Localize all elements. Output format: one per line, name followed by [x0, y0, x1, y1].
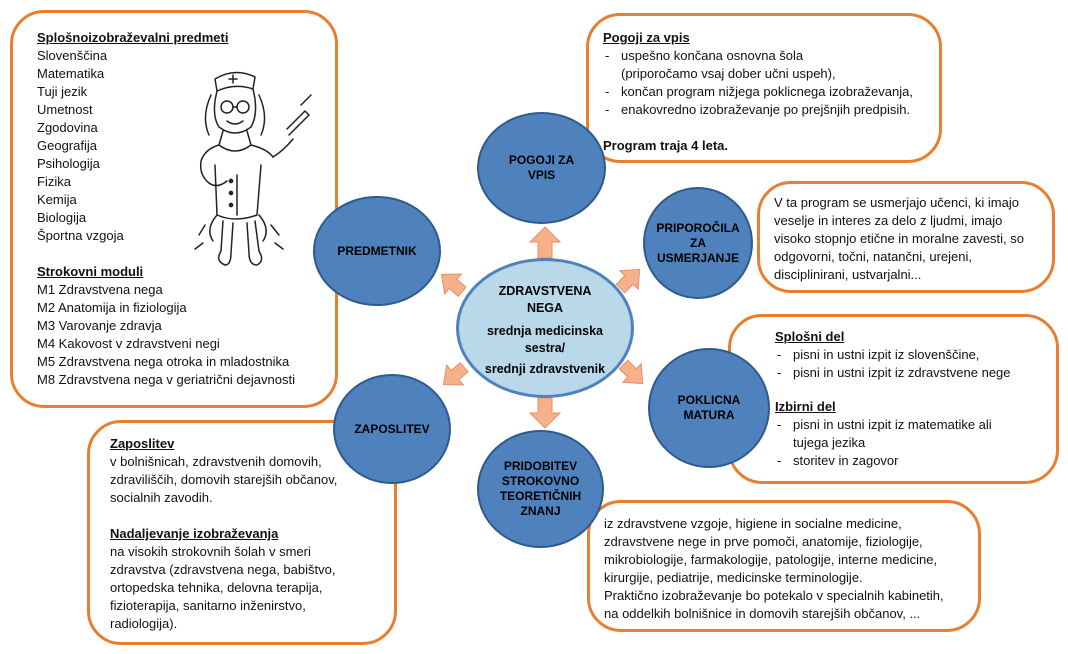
list-item: Matematika [37, 66, 105, 81]
arrow-down [528, 397, 562, 429]
text-line: zdravstva (zdravstvena nega, babištvo, [110, 562, 336, 577]
list-item: Fizika [37, 174, 71, 189]
priporocila-node: PRIPOROČILA ZA USMERJANJE [643, 187, 753, 299]
list-item: M4 Kakovost v zdravstveni negi [37, 336, 220, 351]
text-line: na oddelkih bolnišnice in domovih starej… [604, 606, 921, 621]
pogoji-list: uspešno končana osnovna šola (priporočam… [603, 47, 933, 119]
list-item: pisni in ustni izpit iz zdravstvene nege [775, 364, 1055, 382]
text-line: v bolnišnicah, zdravstvenih domovih, [110, 454, 322, 469]
pogoji-box: Pogoji za vpis uspešno končana osnovna š… [586, 13, 942, 163]
text-line: radiologija). [110, 616, 178, 631]
center-title-line: ZDRAVSTVENA [498, 284, 592, 298]
program-duration: Program traja 4 leta. [603, 138, 728, 153]
text-line: visoko stopnjo etične in moralne zavesti… [774, 231, 1025, 246]
list-item: Tuji jezik [37, 84, 88, 99]
list-item: Slovenščina [37, 48, 108, 63]
node-label-line: MATURA [683, 408, 735, 422]
general-subjects-heading: Splošnoizobraževalni predmeti [37, 30, 229, 45]
list-item: M3 Varovanje zdravja [37, 318, 162, 333]
zaposlitev-box: Zaposlitev v bolnišnicah, zdravstvenih d… [87, 420, 397, 645]
node-label-line: STROKOVNO [501, 474, 580, 488]
text-line: zdraviliščih, domovih starejših občanov, [110, 472, 338, 487]
arrow-up-left [440, 273, 467, 298]
list-item: Geografija [37, 138, 97, 153]
center-title-line: NEGA [526, 301, 564, 315]
zaposlitev-node: ZAPOSLITEV [333, 374, 451, 484]
list-item-continuation: (priporočamo vsaj dober učni uspeh), [621, 66, 836, 81]
general-part-heading: Splošni del [775, 329, 845, 344]
center-subtitle-line: srednji zdravstvenik [484, 362, 606, 376]
list-item: tujega jezika [775, 434, 1055, 452]
node-label-line: POGOJI ZA [508, 153, 575, 167]
list-item: pisni in ustni izpit iz slovenščine, [775, 346, 1055, 364]
node-label-line: USMERJANJE [656, 250, 740, 265]
list-item: M8 Zdravstvena nega v geriatrični dejavn… [37, 372, 295, 387]
center-node: ZDRAVSTVENA NEGA srednja medicinska sest… [456, 258, 634, 398]
arrow-down-right [618, 359, 644, 385]
pogoji-node: POGOJI ZA VPIS [477, 112, 606, 224]
list-item: storitev in zagovor [775, 452, 1055, 470]
list-item-continuation: tujega jezika [793, 435, 866, 450]
employment-heading: Zaposlitev [110, 436, 175, 451]
list-item: Kemija [37, 192, 77, 207]
list-item: pisni in ustni izpit iz matematike ali [775, 416, 1055, 434]
node-label-line: VPIS [527, 168, 556, 182]
text-line: zdravstvene nege in prve pomoči, anatomi… [604, 534, 923, 549]
list-item: enakovredno izobraževanje po prejšnjih p… [603, 101, 933, 119]
nurse-illustration-icon [194, 71, 312, 266]
modules-heading: Strokovni moduli [37, 264, 144, 279]
text-line: iz zdravstvene vzgoje, higiene in social… [604, 516, 902, 531]
list-item: M2 Anatomija in fiziologija [37, 300, 187, 315]
node-label-line: POKLICNA [677, 393, 741, 407]
text-line: odgovorni, točni, natančni, urejeni, [774, 249, 973, 264]
predmetnik-node: PREDMETNIK [313, 196, 441, 306]
text-line: veselje in interes za delo z ljudmi, ima… [774, 213, 1003, 228]
arrow-down-left [442, 361, 469, 386]
list-item: Zgodovina [37, 120, 98, 135]
node-label-line: TEORETIČNIH [499, 489, 582, 503]
priporocila-box: V ta program se usmerjajo učenci, ki ima… [757, 181, 1055, 293]
text-line: ortopedska tehnika, delovna terapija, [110, 580, 323, 595]
elective-part-list: pisni in ustni izpit iz matematike ali t… [775, 416, 1055, 470]
arrow-up [528, 226, 562, 259]
node-label-line: ZA [690, 235, 706, 250]
list-item: končan program nižjega poklicnega izobra… [603, 83, 933, 101]
text-line: Praktično izobraževanje bo potekalo v sp… [604, 588, 944, 603]
node-label-line: PRIDOBITEV [503, 459, 578, 473]
list-item: Umetnost [37, 102, 93, 117]
text-line: socialnih zavodih. [110, 490, 213, 505]
pridobitev-node: PRIDOBITEV STROKOVNO TEORETIČNIH ZNANJ [477, 430, 604, 548]
node-label: ZAPOSLITEV [354, 421, 430, 436]
general-subjects-list: Slovenščina Matematika Tuji jezik Umetno… [37, 47, 295, 245]
text-line: kirurgije, pediatrije, medicinske termin… [604, 570, 863, 585]
text-line: na visokih strokovnih šolah v smeri [110, 544, 311, 559]
predmetnik-box: Splošnoizobraževalni predmeti Slovenščin… [10, 10, 338, 408]
matura-node: POKLICNA MATURA [648, 348, 770, 468]
arrow-up-right [615, 268, 641, 294]
node-label-line: ZNANJ [520, 504, 561, 518]
znanja-box: iz zdravstvene vzgoje, higiene in social… [587, 500, 981, 632]
text-line: disciplinirani, ustvarjalni... [774, 267, 922, 282]
further-education-heading: Nadaljevanje izobraževanja [110, 526, 279, 541]
text-line: mikrobiologije, farmakologije, patologij… [604, 552, 938, 567]
pogoji-heading: Pogoji za vpis [603, 30, 690, 45]
text-line: fizioterapija, sanitarno inženirstvo, [110, 598, 306, 613]
list-item: M5 Zdravstvena nega otroka in mladostnik… [37, 354, 290, 369]
text-line: V ta program se usmerjajo učenci, ki ima… [774, 195, 1019, 210]
center-subtitle-line: srednja medicinska [486, 324, 604, 338]
list-item: uspešno končana osnovna šola [603, 47, 933, 65]
center-subtitle-line: sestra/ [524, 341, 566, 355]
list-item: Biologija [37, 210, 87, 225]
modules-list: M1 Zdravstvena nega M2 Anatomija in fizi… [37, 281, 295, 389]
matura-box: Splošni del pisni in ustni izpit iz slov… [728, 314, 1059, 484]
list-item: (priporočamo vsaj dober učni uspeh), [603, 65, 933, 83]
list-item: M1 Zdravstvena nega [37, 282, 163, 297]
node-label: PREDMETNIK [337, 243, 417, 258]
elective-part-heading: Izbirni del [775, 399, 836, 414]
list-item: Psihologija [37, 156, 100, 171]
list-item: Športna vzgoja [37, 228, 124, 243]
general-part-list: pisni in ustni izpit iz slovenščine, pis… [775, 346, 1055, 382]
node-label-line: PRIPOROČILA [656, 220, 740, 235]
